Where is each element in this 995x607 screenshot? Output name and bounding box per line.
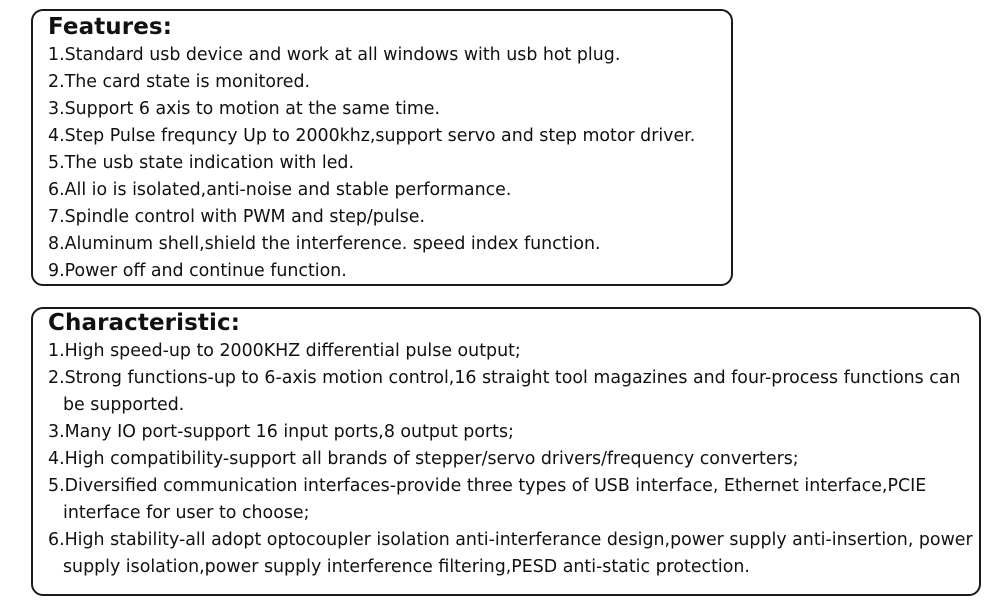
characteristic-item: 5.Diversified communication interfaces-p…: [48, 476, 927, 523]
characteristic-item: 1.High speed-up to 2000KHZ differential …: [48, 341, 521, 361]
features-panel: Features: 1.Standard usb device and work…: [31, 9, 733, 286]
characteristic-panel: Characteristic: 1.High speed-up to 2000K…: [31, 307, 981, 596]
characteristic-heading: Characteristic:: [48, 310, 240, 336]
feature-item: 2.The card state is monitored.: [48, 72, 311, 92]
feature-item: 7.Spindle control with PWM and step/puls…: [48, 207, 425, 227]
feature-item: 6.All io is isolated,anti-noise and stab…: [48, 180, 512, 200]
feature-item: 4.Step Pulse frequncy Up to 2000khz,supp…: [48, 126, 696, 146]
characteristic-list: 1.High speed-up to 2000KHZ differential …: [48, 338, 979, 581]
features-list: 1.Standard usb device and work at all wi…: [48, 42, 731, 285]
feature-item: 9.Power off and continue function.: [48, 261, 347, 281]
feature-item: 5.The usb state indication with led.: [48, 153, 355, 173]
characteristic-item: 4.High compatibility-support all brands …: [48, 449, 799, 469]
features-heading: Features:: [48, 14, 172, 40]
characteristic-item: 6.High stability-all adopt optocoupler i…: [48, 530, 973, 577]
characteristic-item: 3.Many IO port-support 16 input ports,8 …: [48, 422, 514, 442]
feature-item: 3.Support 6 axis to motion at the same t…: [48, 99, 441, 119]
feature-item: 8.Aluminum shell,shield the interference…: [48, 234, 601, 254]
feature-item: 1.Standard usb device and work at all wi…: [48, 45, 621, 65]
characteristic-item: 2.Strong functions-up to 6-axis motion c…: [48, 368, 961, 415]
